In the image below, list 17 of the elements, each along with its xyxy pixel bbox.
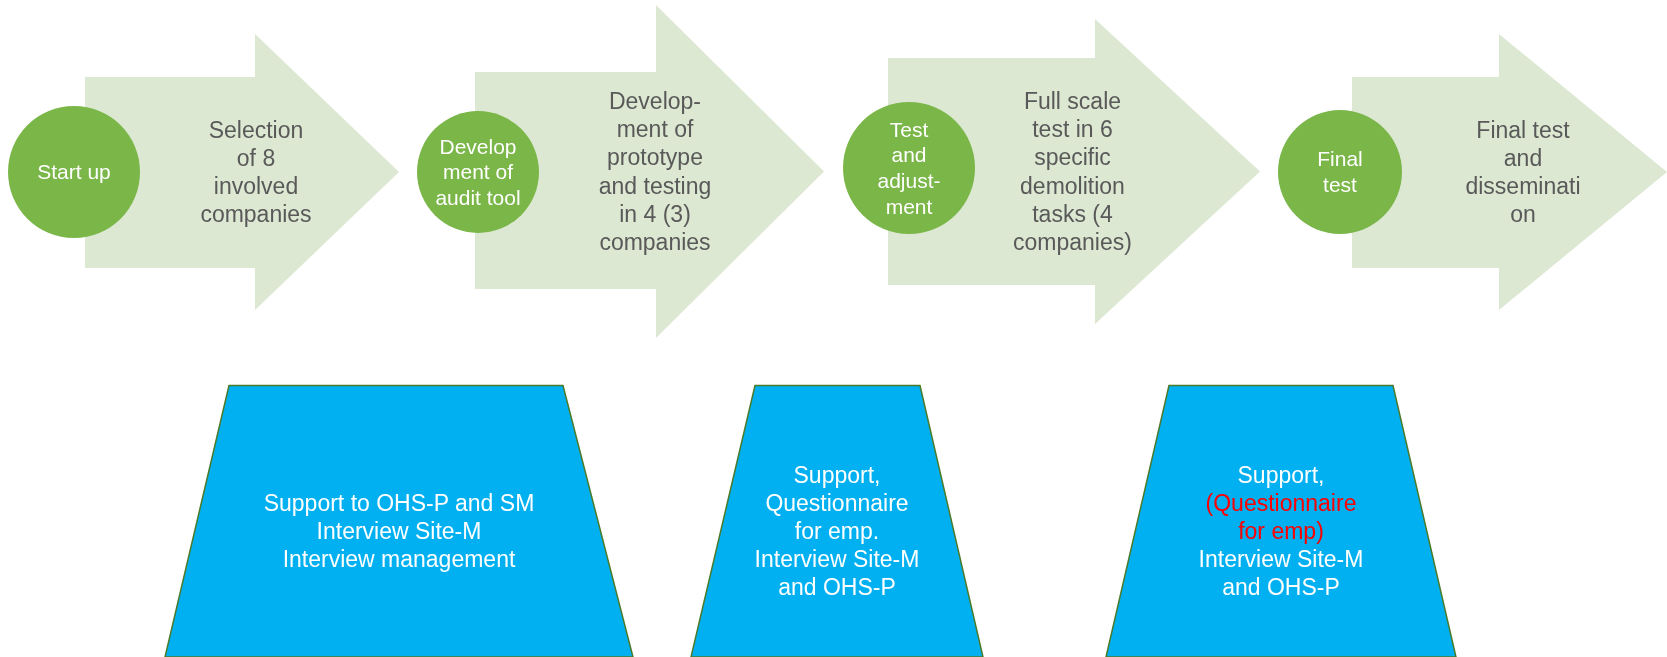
activity-text: Questionnaire for emp. [764,488,910,545]
activity-text: Support, [1237,460,1325,489]
step-text: Develop-ment of prototype and testing in 4 (3) companies [597,87,713,256]
phase-label: Start up [37,159,111,185]
activity-text: Interview Site-M and OHS-P [754,545,920,602]
phase-label: Final test [1316,146,1364,198]
activity-text: Interview Site-M [316,516,482,545]
activity-text: Interview management [282,545,516,574]
activity-text: Interview Site-M and OHS-P [1197,545,1365,602]
phase-label: Development of audit tool [434,133,522,211]
step-text: Selection of 8 involved companies [200,115,312,229]
phase-label: Test and adjust-ment [876,116,942,220]
step-text: Full scale test in 6 specific demolition tasks (4 companies) [1012,87,1133,256]
activity-text: (Questionnaire for emp) [1204,488,1358,545]
activity-text: Support to OHS-P and SM [263,488,535,517]
activity-text: Support, [793,460,881,489]
step-text: Final test and dissemination [1464,115,1582,229]
